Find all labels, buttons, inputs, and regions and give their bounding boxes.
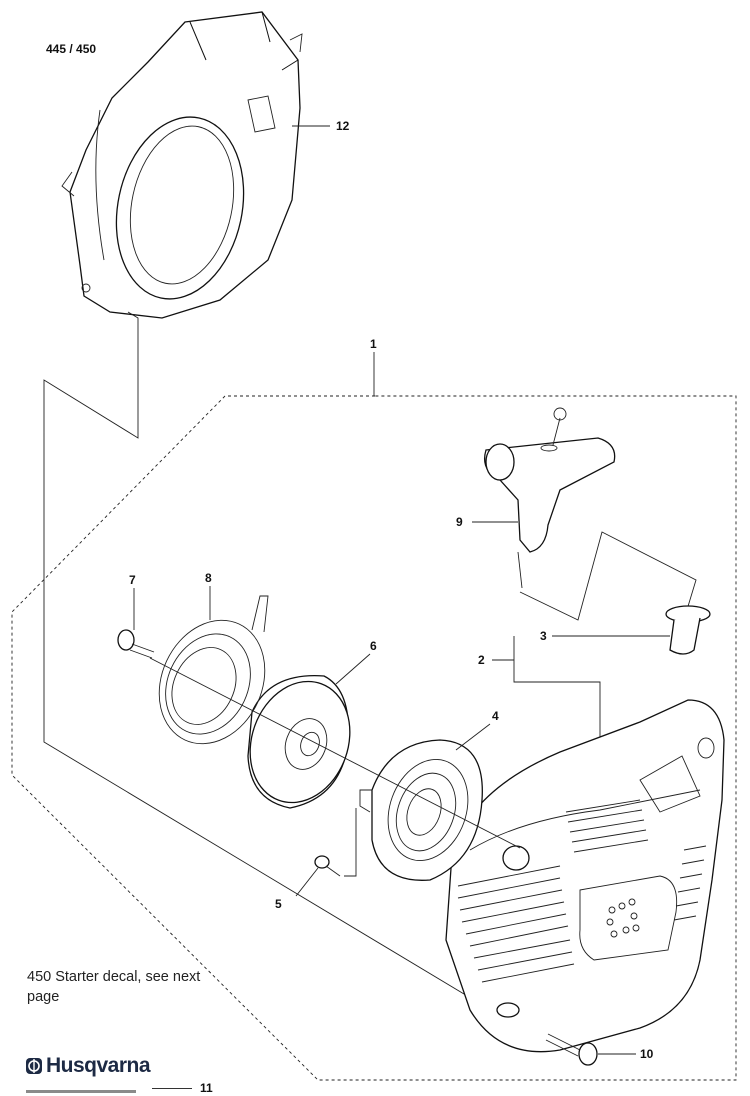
starter-handle-part-9 xyxy=(483,407,616,589)
callout-9: 9 xyxy=(456,515,463,529)
projection-line-housing xyxy=(43,311,475,1001)
husqvarna-crown-icon xyxy=(26,1058,42,1074)
callout-5: 5 xyxy=(275,897,282,911)
callout-1: 1 xyxy=(370,337,377,351)
leader-2 xyxy=(513,636,601,740)
assembly-boundary xyxy=(11,395,737,1081)
callout-11: 11 xyxy=(200,1081,213,1095)
housing-logo-grid xyxy=(606,898,640,938)
projection-line-handle xyxy=(519,531,697,647)
leader-6 xyxy=(335,653,371,685)
callout-10: 10 xyxy=(640,1047,654,1061)
fan-housing-part-12 xyxy=(61,11,303,319)
leader-5 xyxy=(295,867,319,897)
screw-part-7 xyxy=(117,629,155,659)
housing-vent-slots xyxy=(457,799,707,983)
starter-rope-part-8 xyxy=(158,595,269,745)
screw-part-5 xyxy=(314,855,341,877)
starter-housing-part-2 xyxy=(445,699,725,1053)
screw-part-10 xyxy=(545,1033,598,1066)
brand-logo: Husqvarna xyxy=(26,1054,151,1078)
model-number: 445 / 450 xyxy=(46,42,97,56)
rope-guide-part-3 xyxy=(665,605,711,655)
callout-8: 8 xyxy=(205,571,212,585)
callout-7: 7 xyxy=(129,573,136,587)
callout-3: 3 xyxy=(540,629,547,643)
leader-4 xyxy=(455,723,491,751)
spring-cassette-part-4 xyxy=(359,739,483,881)
brand-underline xyxy=(26,1090,136,1093)
decal-note: 450 Starter decal, see next page xyxy=(27,969,201,1005)
brand-name: Husqvarna xyxy=(46,1054,151,1077)
callout-4: 4 xyxy=(492,709,499,723)
leader-11 xyxy=(152,1088,192,1089)
assembly-axis xyxy=(149,657,521,849)
callout-6: 6 xyxy=(370,639,377,653)
callout-12: 12 xyxy=(336,119,350,133)
callout-2: 2 xyxy=(478,653,485,667)
pulley-part-6 xyxy=(247,674,351,809)
